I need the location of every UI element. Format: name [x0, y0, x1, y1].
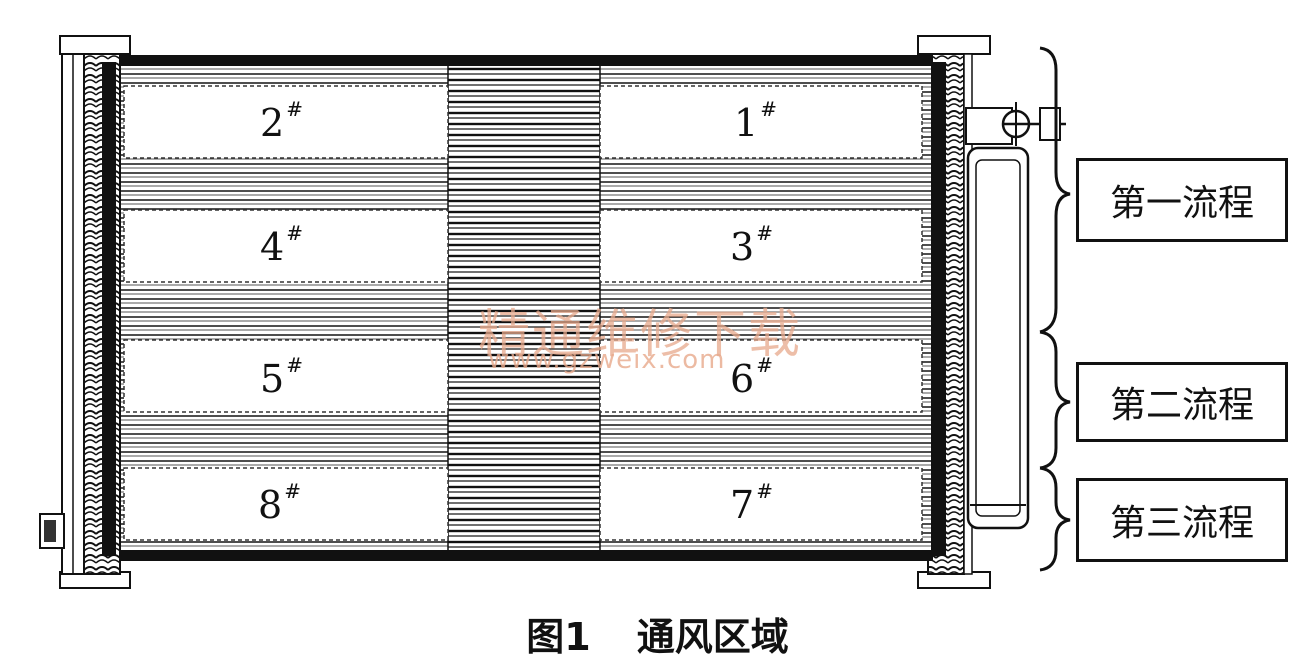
zone-1-block	[599, 85, 923, 159]
left-tank	[39, 35, 131, 589]
zone-4-block	[123, 209, 449, 283]
figure-number: 图1	[526, 615, 591, 659]
zone-label-6: 6#	[730, 353, 773, 401]
stage-braces	[1039, 46, 1071, 572]
zone-label-8: 8#	[258, 479, 301, 527]
zone-label-1: 1#	[734, 97, 777, 145]
zone-blocks	[123, 85, 923, 541]
watermark-url: www.gzweix.com	[488, 345, 726, 375]
zone-5-block	[123, 339, 449, 413]
zone-7-block	[599, 467, 923, 541]
zone-8-block	[123, 467, 449, 541]
figure-caption: 图1 通风区域	[0, 606, 1315, 661]
zone-6-block	[599, 339, 923, 413]
first-stage-box: 第一流程	[1076, 158, 1288, 242]
figure-title: 通风区域	[636, 615, 789, 659]
second-stage-box: 第二流程	[1076, 362, 1288, 442]
third-stage-box: 第三流程	[1076, 478, 1288, 562]
right-tank	[917, 35, 1066, 589]
zone-label-3: 3#	[730, 221, 773, 269]
zone-3-block	[599, 209, 923, 283]
zone-label-2: 2#	[260, 97, 303, 145]
zone-2-block	[123, 85, 449, 159]
zone-label-5: 5#	[260, 353, 303, 401]
zone-label-7: 7#	[730, 479, 773, 527]
watermark-text: 精通维修下载	[478, 305, 803, 365]
zone-label-4: 4#	[260, 221, 303, 269]
